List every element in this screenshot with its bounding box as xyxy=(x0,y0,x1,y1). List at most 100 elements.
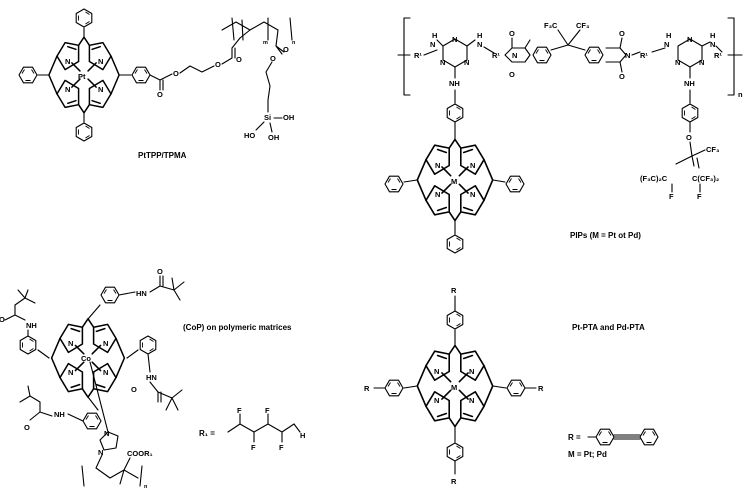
atom-n-t1b: N xyxy=(440,58,445,67)
atom-f-1: F xyxy=(669,192,674,201)
atom-o-carbonyl-3: O xyxy=(283,45,289,54)
atom-n-3: N xyxy=(65,85,70,94)
atom-h-3: H xyxy=(666,31,671,40)
atom-pt: Pt xyxy=(78,72,86,81)
atom-o-piv-2: O xyxy=(0,315,5,324)
atom-r1-4: R¹ xyxy=(714,51,722,60)
atom-n-q1: N xyxy=(434,367,439,376)
atom-ho: HO xyxy=(244,131,255,140)
atom-f3c2c: (F₃C)₂C xyxy=(640,174,668,183)
atom-o-imide-4: O xyxy=(619,72,625,81)
atom-r-left: R xyxy=(364,384,370,393)
atom-oh-1: OH xyxy=(283,113,294,122)
atom-n-imide-2: N xyxy=(625,51,630,60)
atom-o-carbonyl-1: O xyxy=(157,90,163,99)
atom-n-imid-2: N xyxy=(98,448,103,457)
atom-f-r1-1: F xyxy=(237,406,242,415)
atom-n-p1: N xyxy=(435,161,440,170)
atom-cf3-2: CF₃ xyxy=(706,145,720,154)
atom-f-r1-3: F xyxy=(265,406,270,415)
atom-n-t2b: N xyxy=(675,58,680,67)
atom-r1-1: R¹ xyxy=(414,51,422,60)
atom-o-carbonyl-2: O xyxy=(236,55,242,64)
sub-n-2: n xyxy=(738,90,743,99)
atom-m-1: M xyxy=(451,177,457,186)
atom-n-t2c: N xyxy=(699,58,704,67)
caption-pttpp: PtTPP/TPMA xyxy=(138,151,187,160)
atom-hn-1: HN xyxy=(136,289,147,298)
pt-pta-structure: N N N N M R R R R Pt-PTA and Pd-PTA R = … xyxy=(364,286,659,486)
sub-n-1: n xyxy=(292,40,296,46)
atom-r-right: R xyxy=(538,384,544,393)
atom-o-piv-1: O xyxy=(157,267,163,276)
atom-n-c3: N xyxy=(68,368,73,377)
atom-o-imide-1: O xyxy=(509,29,515,38)
atom-n-q4: N xyxy=(469,396,474,405)
atom-o-ester-3: O xyxy=(270,54,276,63)
atom-n-1b: N xyxy=(430,40,435,49)
atom-f3c: F₃C xyxy=(544,21,558,30)
atom-r1-2: R¹ xyxy=(492,51,500,60)
atom-f-r1-2: F xyxy=(251,443,256,452)
atom-cf3-1: CF₃ xyxy=(576,21,590,30)
m-label: M = Pt; Pd xyxy=(568,450,607,459)
atom-n-4: N xyxy=(98,85,103,94)
caption-pips: PIPs (M = Pt ot Pd) xyxy=(570,231,641,240)
atom-n-q3: N xyxy=(434,396,439,405)
atom-o-ether: O xyxy=(686,133,692,142)
atom-h-4: H xyxy=(710,31,715,40)
caption-ptpta: Pt-PTA and Pd-PTA xyxy=(572,323,645,332)
atom-hn-2: HN xyxy=(146,373,157,382)
atom-n-2b: N xyxy=(477,40,482,49)
atom-o-ester-1: O xyxy=(173,69,179,78)
atom-nh-2: NH xyxy=(684,79,695,88)
r1-label: R₁ = xyxy=(199,429,215,438)
pttpp-structure: N N N N Pt O O O O O O m n S xyxy=(18,8,296,160)
atom-n-imid-1: N xyxy=(104,429,109,438)
atom-n-imide-1: N xyxy=(512,51,517,60)
atom-n-2: N xyxy=(98,57,103,66)
atom-n-c1: N xyxy=(68,339,73,348)
sub-n-3: n xyxy=(144,484,148,490)
atom-nh-c1: NH xyxy=(26,321,37,330)
atom-o-imide-3: O xyxy=(619,29,625,38)
atom-f-r1-4: F xyxy=(279,443,284,452)
atom-n-t1a: N xyxy=(452,35,457,44)
atom-r-bottom: R xyxy=(451,477,457,486)
atom-o-piv-4: O xyxy=(24,423,30,432)
caption-cop: (CoP) on polymeric matrices xyxy=(183,323,292,332)
cop-structure: N N N N Co HN O NH O HN O NH O xyxy=(0,267,305,490)
atom-oh-2: OH xyxy=(268,133,279,142)
atom-si: Si xyxy=(264,113,271,122)
atom-n-p3: N xyxy=(435,190,440,199)
atom-n-3b: N xyxy=(664,40,669,49)
atom-o-piv-3: O xyxy=(131,385,137,394)
atom-n-p4: N xyxy=(470,190,475,199)
atom-n-c2: N xyxy=(103,339,108,348)
atom-r1-3: R¹ xyxy=(640,51,648,60)
atom-r-top: R xyxy=(451,286,457,295)
r-label: R = xyxy=(568,433,581,442)
atom-n-q2: N xyxy=(469,367,474,376)
atom-co: Co xyxy=(81,354,91,363)
atom-n-4b: N xyxy=(710,40,715,49)
atom-n-c4: N xyxy=(103,368,108,377)
pips-structure: n R¹ N N N H N H N R¹ NH N O O F₃C CF₃ O… xyxy=(384,17,743,254)
atom-ccf32: C(CF₃)₂ xyxy=(692,174,719,183)
atom-n-p2: N xyxy=(470,161,475,170)
atom-n-1: N xyxy=(65,57,70,66)
atom-m-2: M xyxy=(451,383,457,392)
atom-nh-c2: NH xyxy=(54,410,65,419)
atom-coor1: COOR₁ xyxy=(127,449,153,458)
atom-o-ester-2: O xyxy=(215,60,221,69)
atom-n-t2a: N xyxy=(687,35,692,44)
atom-o-imide-2: O xyxy=(509,70,515,79)
atom-n-t1c: N xyxy=(464,58,469,67)
atom-nh-1: NH xyxy=(449,79,460,88)
atom-h-2: H xyxy=(477,31,482,40)
atom-h-r1: H xyxy=(300,431,305,440)
atom-f-2: F xyxy=(697,192,702,201)
sub-m: m xyxy=(263,40,268,46)
